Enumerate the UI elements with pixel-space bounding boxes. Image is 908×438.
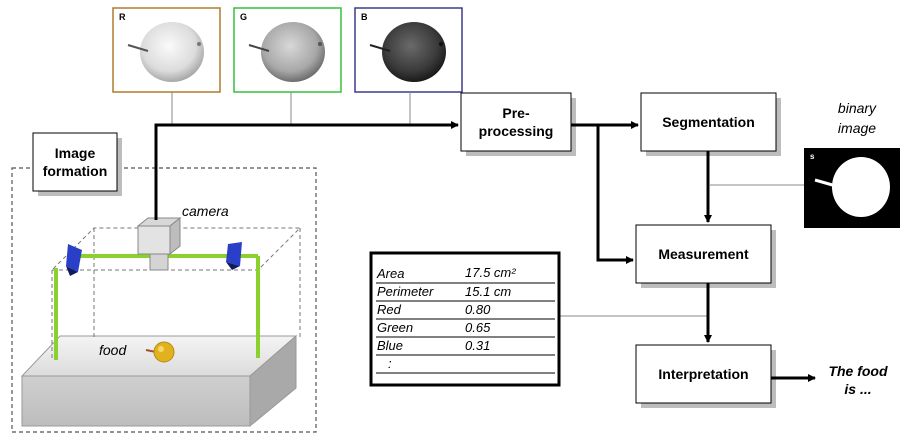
table-row-perimeter-name: Perimeter — [377, 284, 433, 299]
apple-icon — [382, 22, 446, 82]
segmentation-label: Segmentation — [641, 113, 776, 131]
lamp-icon-left — [66, 244, 82, 276]
binary-image-corner-letter: s — [810, 152, 814, 161]
measurement-label: Measurement — [636, 245, 771, 263]
channel-image-b — [355, 8, 462, 92]
table-row-red-name: Red — [377, 302, 401, 317]
interpretation-label: Interpretation — [636, 365, 771, 383]
image-formation-label: Image formation — [33, 144, 117, 180]
binary-image — [804, 148, 900, 228]
channel-g-letter: G — [240, 12, 247, 22]
apple-icon — [140, 22, 204, 82]
table-row-blue-name: Blue — [377, 338, 403, 353]
table-row-blue-value: 0.31 — [465, 338, 490, 353]
table-row-area-name: Area — [377, 266, 404, 281]
table-row-area-value: 17.5 cm² — [465, 265, 516, 280]
channel-image-g — [234, 8, 341, 92]
apple-icon — [261, 22, 325, 82]
result-text: The food is ... — [818, 362, 898, 398]
table-row-perimeter-value: 15.1 cm — [465, 284, 511, 299]
table-row-green-value: 0.65 — [465, 320, 490, 335]
channel-image-r — [113, 8, 220, 92]
binary-apple-icon — [832, 157, 890, 217]
camera-label: camera — [182, 203, 229, 219]
binary-image-caption: binary image — [822, 98, 892, 138]
camera-icon — [138, 218, 180, 270]
channel-r-letter: R — [119, 12, 126, 22]
table-row-green-name: Green — [377, 320, 413, 335]
food-label: food — [99, 342, 126, 358]
table-row-ellipsis-name: : — [388, 356, 392, 371]
preprocessing-label: Pre- processing — [461, 104, 571, 140]
table-row-red-value: 0.80 — [465, 302, 490, 317]
channel-b-letter: B — [361, 12, 368, 22]
lamp-icon-right — [226, 242, 242, 270]
